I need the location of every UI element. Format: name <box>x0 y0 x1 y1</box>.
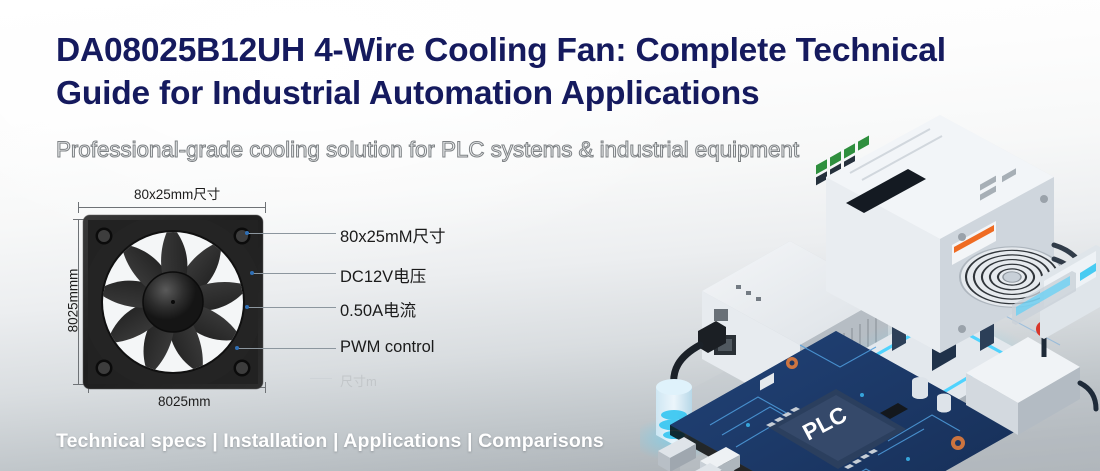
fan-svg <box>82 214 264 390</box>
pcb-connectors <box>658 437 722 471</box>
pcb-chip: PLC <box>766 389 906 469</box>
callout-dot-4 <box>235 346 239 350</box>
fan-technical-diagram: 80x25mm尺寸 8025mm 8025mmm <box>48 185 518 420</box>
dimension-label-bottom: 8025mm <box>158 394 211 409</box>
dimension-label-top: 80x25mm尺寸 <box>134 187 221 202</box>
server-rack <box>1012 245 1100 339</box>
cooling-fan-image <box>81 213 265 391</box>
callout-line-2 <box>253 273 336 274</box>
callout-label-voltage: DC12V电压 <box>340 268 427 286</box>
dimension-cap-top-left <box>78 202 79 213</box>
dimension-cap-bottom-right <box>265 382 266 393</box>
callout-dot-3 <box>245 305 249 309</box>
dimension-cap-left-top <box>73 219 84 220</box>
callout-dot-1 <box>245 231 249 235</box>
pcb-board: PLC <box>658 331 1016 471</box>
callout-line-4 <box>238 348 336 349</box>
dimension-label-left: 8025mmm <box>65 268 81 333</box>
dimension-line-top <box>78 207 266 208</box>
dimension-line-left <box>78 219 79 385</box>
callout-line-5 <box>310 378 332 379</box>
callout-line-3 <box>248 307 336 308</box>
industrial-automation-illustration: PLC <box>630 45 1100 471</box>
callout-label-faint: 尺寸m <box>340 374 377 389</box>
callout-dot-2 <box>250 271 254 275</box>
page-title: DA08025B12UH 4-Wire Cooling Fan: Complet… <box>56 32 946 112</box>
dimension-cap-left-bottom <box>73 384 84 385</box>
callout-line-1 <box>248 233 336 234</box>
topics-tagline: Technical specs | Installation | Applica… <box>56 430 604 452</box>
callout-label-dimensions: 80x25mM尺寸 <box>340 228 446 246</box>
illustration-svg: PLC <box>630 45 1100 471</box>
page-subtitle: Professional-grade cooling solution for … <box>56 137 800 163</box>
mounting-holes <box>95 227 251 377</box>
relay-module <box>966 168 1099 435</box>
dimension-cap-top-right <box>265 202 266 213</box>
callout-label-pwm: PWM control <box>340 338 435 356</box>
callout-label-current: 0.50A电流 <box>340 302 417 320</box>
